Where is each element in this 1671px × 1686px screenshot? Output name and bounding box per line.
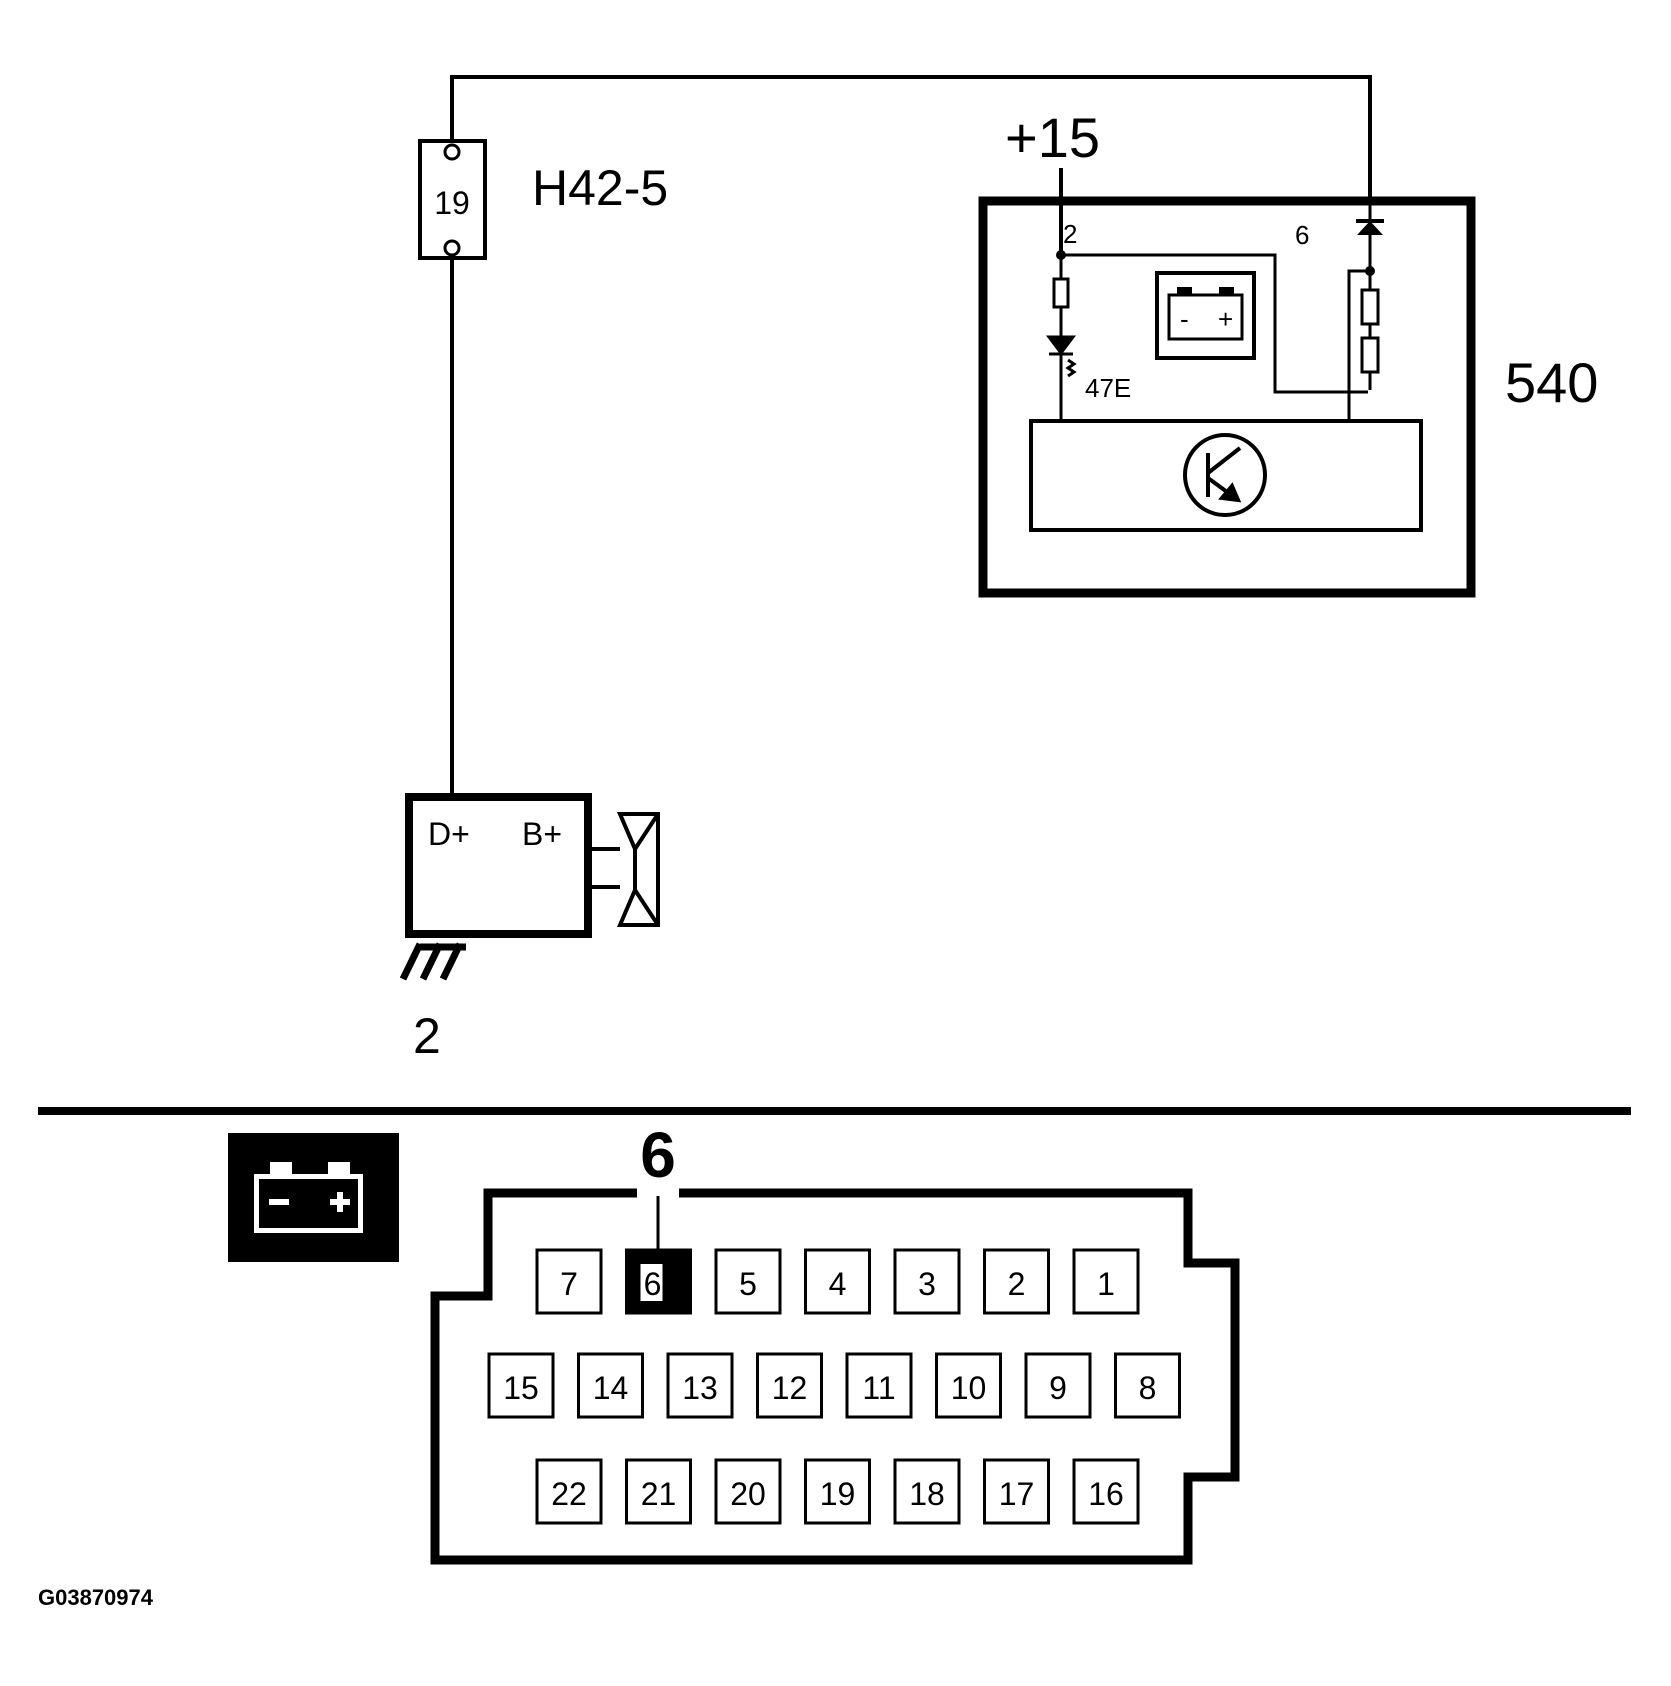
connector-pin-label: 17 — [999, 1476, 1035, 1512]
module-label: 540 — [1505, 351, 1598, 414]
connector-pin-label: 13 — [682, 1370, 718, 1406]
module-battery-plus: + — [1218, 304, 1233, 334]
ground-label: 2 — [413, 1008, 441, 1064]
connector-pin-14: 14 — [577, 1352, 644, 1419]
ground-icon — [399, 942, 466, 981]
connector-pin-9: 9 — [1024, 1352, 1092, 1419]
connector-pin-label: 21 — [641, 1476, 677, 1512]
transistor-block — [1029, 419, 1423, 532]
module-right-branch — [1347, 205, 1380, 420]
connector-pin-19: 19 — [804, 1458, 871, 1525]
module-node-left — [1056, 250, 1066, 260]
fuse-label: H42-5 — [532, 160, 668, 216]
connector-pin-label: 19 — [820, 1476, 856, 1512]
connector-pin-12: 12 — [756, 1352, 823, 1419]
connector-pin-7: 7 — [535, 1248, 603, 1315]
connector-pin-15: 15 — [487, 1352, 555, 1419]
connector-pin-label: 1 — [1097, 1266, 1115, 1302]
connector-pin-13: 13 — [666, 1352, 734, 1419]
connector-pin-18: 18 — [893, 1458, 961, 1525]
connector-pin-label: 2 — [1008, 1266, 1026, 1302]
connector-pin-label: 15 — [503, 1370, 539, 1406]
connector-pin-label: 3 — [918, 1266, 936, 1302]
pulley-icon — [616, 812, 660, 927]
connector-pin-label: 14 — [593, 1370, 629, 1406]
connector-pin-label: 20 — [730, 1476, 766, 1512]
connector-pin-21: 21 — [625, 1458, 692, 1525]
transistor-icon — [1183, 433, 1267, 517]
connector-housing — [430, 1188, 1240, 1565]
connector-pin-16: 16 — [1072, 1458, 1140, 1525]
alternator — [399, 793, 660, 981]
connector-pin-4: 4 — [804, 1248, 871, 1315]
connector-pin-label: 6 — [644, 1266, 662, 1302]
connector-pin-label: 16 — [1088, 1476, 1124, 1512]
connector-pin-label: 12 — [772, 1370, 808, 1406]
connector-pin-label: 10 — [951, 1370, 987, 1406]
connector-pin-11: 11 — [845, 1352, 913, 1419]
figure-id: G03870974 — [38, 1585, 154, 1610]
connector-pin-label: 8 — [1139, 1370, 1157, 1406]
warning-lamp-icon — [1046, 335, 1077, 378]
module-node-right — [1365, 266, 1375, 276]
fuse-number: 19 — [434, 185, 470, 221]
connector-pin-label: 22 — [551, 1476, 587, 1512]
connector-pin-label: 11 — [862, 1370, 895, 1406]
module-battery-icon — [1155, 271, 1256, 360]
connector-pin-22: 22 — [535, 1458, 603, 1525]
alternator-terminal-b: B+ — [522, 816, 562, 852]
module-pin-2-label: 2 — [1063, 219, 1077, 249]
battery-legend-icon — [228, 1133, 399, 1262]
diode-icon — [1356, 219, 1384, 235]
connector-pin-17: 17 — [983, 1458, 1050, 1525]
connector-pin-3: 3 — [893, 1248, 961, 1315]
fuse-h42-5: 19 — [418, 139, 487, 260]
connector-pin-20: 20 — [714, 1458, 782, 1525]
connector-highlight-label: 6 — [640, 1119, 676, 1191]
connector-pin-10: 10 — [935, 1352, 1002, 1419]
module-pin-6-label: 6 — [1295, 220, 1309, 250]
connector-pin-5: 5 — [714, 1248, 782, 1315]
connector-pin-label: 5 — [739, 1266, 757, 1302]
module-540: 2 6 47E — [978, 196, 1476, 598]
connector-pin-label: 7 — [560, 1266, 578, 1302]
connector-pin-label: 18 — [909, 1476, 945, 1512]
connector-pin-2: 2 — [983, 1248, 1050, 1315]
connector-pin-6: 6 — [625, 1248, 692, 1315]
connector-pin-label: 4 — [829, 1266, 847, 1302]
connector-pin-label-gap — [637, 1182, 679, 1204]
wire-fuse-to-module — [450, 75, 1372, 808]
connector-pin-1: 1 — [1072, 1248, 1140, 1315]
module-battery-minus: - — [1180, 304, 1189, 334]
connector-pin-8: 8 — [1114, 1352, 1181, 1419]
alternator-terminal-d: D+ — [428, 816, 470, 852]
supply-label: +15 — [1005, 106, 1100, 169]
connector-pin-label: 9 — [1049, 1370, 1067, 1406]
lamp-label: 47E — [1085, 373, 1131, 403]
